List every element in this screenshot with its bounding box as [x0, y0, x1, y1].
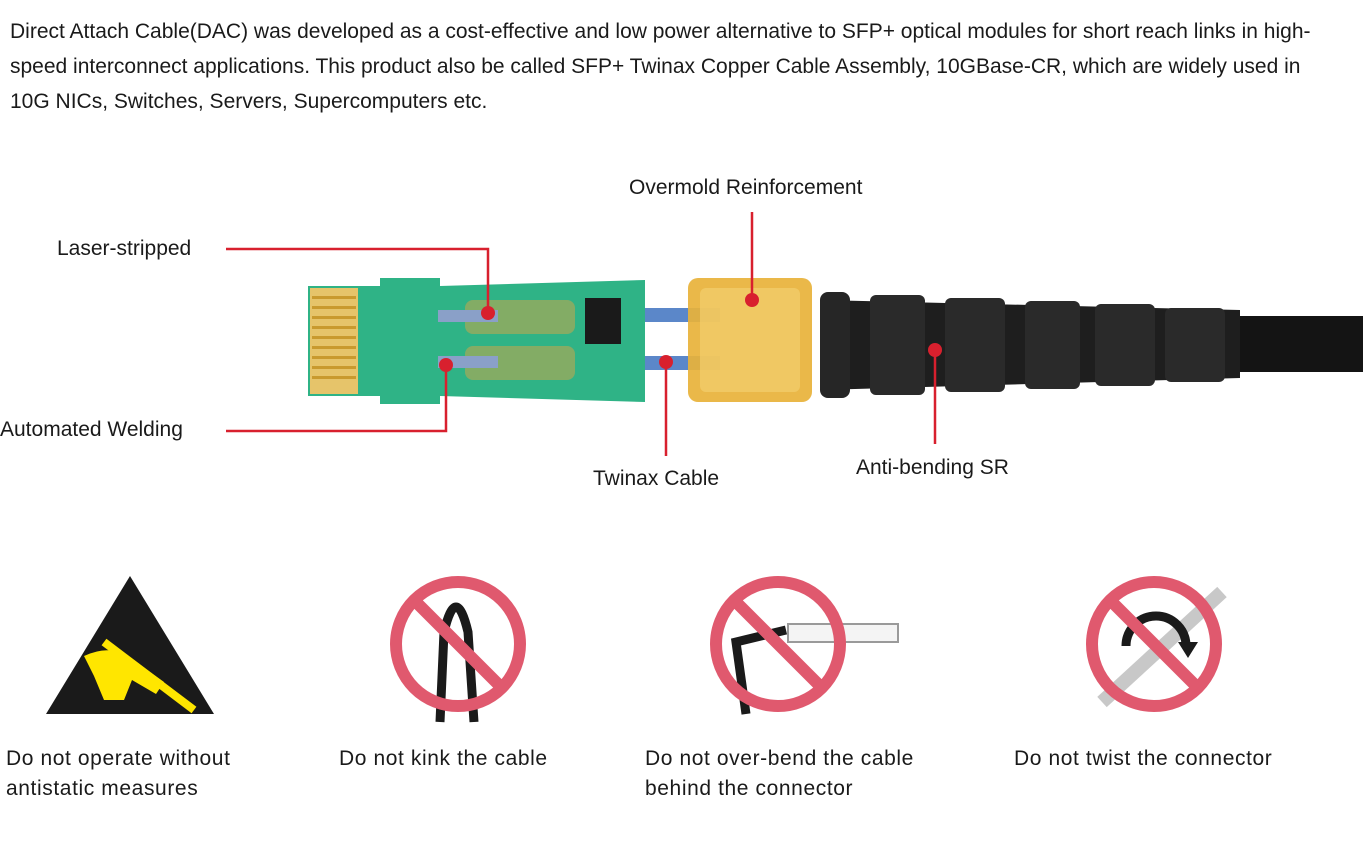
laser-callout-dot	[481, 306, 495, 320]
intro-paragraph: Direct Attach Cable(DAC) was developed a…	[10, 20, 1311, 113]
callout-automated-welding: Automated Welding	[0, 418, 183, 441]
welding-callout-dot	[439, 358, 453, 372]
warning-caption-antistatic: Do not operate without antistatic measur…	[6, 747, 231, 800]
esd-warning-icon	[46, 576, 214, 714]
dac-cable-diagram	[226, 212, 1363, 456]
strain-relief	[820, 292, 1240, 398]
callout-overmold: Overmold Reinforcement	[629, 176, 863, 199]
warning-caption-twist: Do not twist the connector	[1014, 747, 1273, 770]
twinax-callout-dot	[659, 355, 673, 369]
overmold-callout-dot	[745, 293, 759, 307]
welding-callout-line	[226, 365, 448, 433]
laser-callout-line	[226, 247, 490, 313]
callout-antibending: Anti-bending SR	[856, 456, 1009, 479]
no-overbend-icon	[710, 576, 899, 715]
no-twist-icon	[1086, 576, 1227, 712]
antibend-callout-dot	[928, 343, 942, 357]
pcb-board	[308, 278, 645, 404]
callout-twinax: Twinax Cable	[593, 467, 720, 490]
no-kink-icon	[390, 576, 526, 723]
warning-caption-kink: Do not kink the cable	[339, 747, 548, 770]
warning-caption-overbend: Do not over-bend the cable behind the co…	[645, 747, 914, 800]
callout-laser-stripped: Laser-stripped	[57, 237, 192, 260]
